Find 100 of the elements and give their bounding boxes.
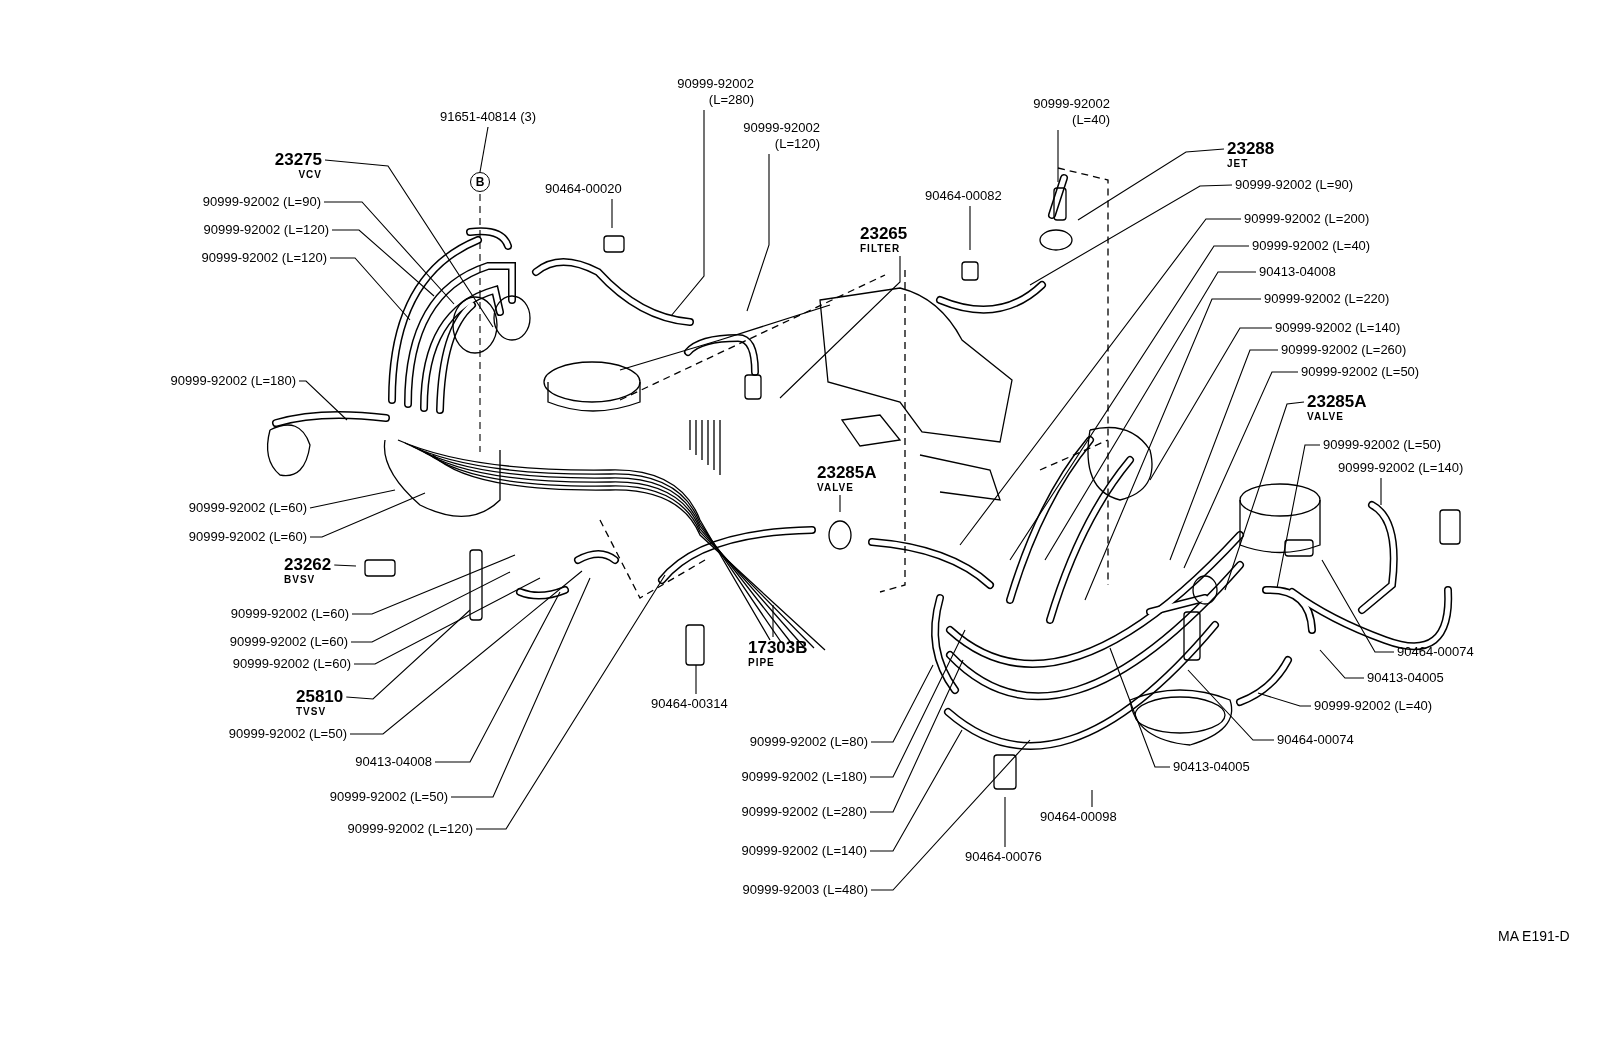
leader-line: [779, 255, 901, 399]
part-number-label: 90999-92002 (L=50): [1323, 437, 1442, 453]
leader-line: [746, 153, 770, 312]
part-number-label: 90999-92003 (L=480): [742, 882, 868, 898]
part-number-label: 23285A: [817, 464, 877, 482]
leader-line: [869, 659, 964, 813]
leader-line: [345, 609, 471, 700]
part-number-label: 23288: [1227, 140, 1275, 158]
part-name-label: BVSV: [284, 574, 316, 585]
leader-line: [1183, 371, 1299, 569]
part-number-label: 90999-92002 (L=180): [170, 373, 296, 389]
leader-line: [309, 492, 426, 538]
part-number-label: 90999-92002 (L=40): [1252, 238, 1371, 254]
leader-line: [839, 494, 841, 513]
leader-line: [479, 126, 489, 173]
part-number-label: 90999-92002 (L=50): [329, 789, 448, 805]
part-number-label: 23265: [860, 225, 908, 243]
leader-line: [969, 205, 971, 251]
leader-line: [869, 729, 963, 852]
leader-line: [1187, 669, 1275, 741]
leader-line: [670, 109, 705, 317]
leader-line: [1009, 245, 1250, 561]
part-name-label: VALVE: [817, 482, 854, 493]
leader-line: [1004, 796, 1006, 848]
leader-line: [1321, 559, 1395, 653]
part-number-label: 90999-92002 (L=60): [232, 656, 351, 672]
part-number-label: 90999-92002 (L=90): [202, 194, 321, 210]
part-number-label: 90464-00074: [1397, 644, 1474, 660]
part-number-label: 90413-04005: [1367, 670, 1444, 686]
part-name-label: JET: [1227, 158, 1249, 169]
part-number-label: 90413-04008: [355, 754, 432, 770]
leader-line: [772, 604, 774, 638]
leader-line: [959, 218, 1242, 546]
part-number-label: 90999-92002 (L=140): [741, 843, 867, 859]
leader-line: [323, 201, 455, 305]
leader-line: [870, 664, 934, 743]
part-number-label: 90464-00076: [965, 849, 1042, 865]
leader-line: [1084, 298, 1262, 601]
part-number-label: 90999-92002 (L=180): [741, 769, 867, 785]
part-number-label: 90464-00314: [651, 696, 728, 712]
part-number-label: 90999-92002 (L=50): [1301, 364, 1420, 380]
part-number-label: 90999-92002 (L=60): [188, 500, 307, 516]
drawing-code-label: MA E191-D: [1498, 928, 1570, 944]
leader-line: [1149, 327, 1273, 481]
part-name-label: FILTER: [860, 243, 901, 254]
part-number-label: 23285A: [1307, 393, 1367, 411]
part-number-label: 90464-00082: [925, 188, 1002, 204]
leader-line: [1257, 692, 1312, 707]
leader-line: [1057, 129, 1059, 183]
leader-line: [309, 489, 396, 509]
part-number-label: 90999-92002 (L=120): [203, 222, 329, 238]
part-number-label: 90999-92002 (L=220): [1264, 291, 1390, 307]
leader-line: [1319, 649, 1365, 679]
leader-line: [350, 571, 511, 643]
part-name-label: PIPE: [748, 657, 775, 668]
leader-line: [324, 159, 494, 328]
part-number-label: 90413-04008: [1259, 264, 1336, 280]
part-number-label: 90999-92002 (L=140): [1275, 320, 1401, 336]
part-number-label: 90999-92002 (L=60): [188, 529, 307, 545]
part-number-label: 90999-92002 (L=40): [1314, 698, 1433, 714]
part-number-label: 90464-00074: [1277, 732, 1354, 748]
part-number-label: 90999-92002 (L=120): [347, 821, 473, 837]
part-number-label: 23262: [284, 556, 332, 574]
leader-line: [475, 574, 666, 830]
part-name-label: TVSV: [296, 706, 327, 717]
leader-line: [1091, 789, 1093, 808]
leader-line: [1380, 477, 1382, 506]
part-number-label: 90464-00098: [1040, 809, 1117, 825]
leader-line: [1169, 349, 1279, 561]
part-number-label: 17303B: [748, 639, 808, 657]
leader-line: [329, 257, 411, 321]
part-number-label: 23275: [274, 151, 322, 169]
part-number-label: 25810: [296, 688, 344, 706]
part-number-label: 90999-92002 (L=140): [1338, 460, 1464, 476]
leader-line: [434, 591, 561, 763]
leader-line: [611, 198, 613, 229]
leader-line: [331, 229, 435, 297]
leader-line: [1224, 401, 1305, 591]
leader-line: [870, 739, 1031, 891]
leader-line: [333, 564, 357, 567]
leader-line: [1276, 444, 1321, 589]
reference-line: [479, 193, 481, 453]
part-number-label: 90999-92002 (L=80): [749, 734, 868, 750]
leader-line: [1044, 271, 1257, 561]
leader-line: [349, 570, 583, 735]
part-name-label: VCV: [298, 169, 322, 180]
part-number-label: 90999-92002 (L=50): [228, 726, 347, 742]
part-number-label: 90999-92002 (L=280): [741, 804, 867, 820]
part-number-label: 90999-92002 (L=120): [201, 250, 327, 266]
part-number-label: 90464-00020: [545, 181, 622, 197]
part-number-label: 90999-92002 (L=90): [1235, 177, 1354, 193]
leader-line: [1029, 184, 1233, 286]
leader-line: [1109, 647, 1171, 768]
part-number-label: 90999-92002 (L=260): [1281, 342, 1407, 358]
part-number-label: 90999-92002 (L=40): [1012, 96, 1110, 128]
part-number-label: 90413-04005: [1173, 759, 1250, 775]
leader-line: [353, 577, 541, 665]
leader-line: [351, 554, 516, 615]
leader-line: [450, 577, 591, 798]
part-name-label: VALVE: [1307, 411, 1344, 422]
